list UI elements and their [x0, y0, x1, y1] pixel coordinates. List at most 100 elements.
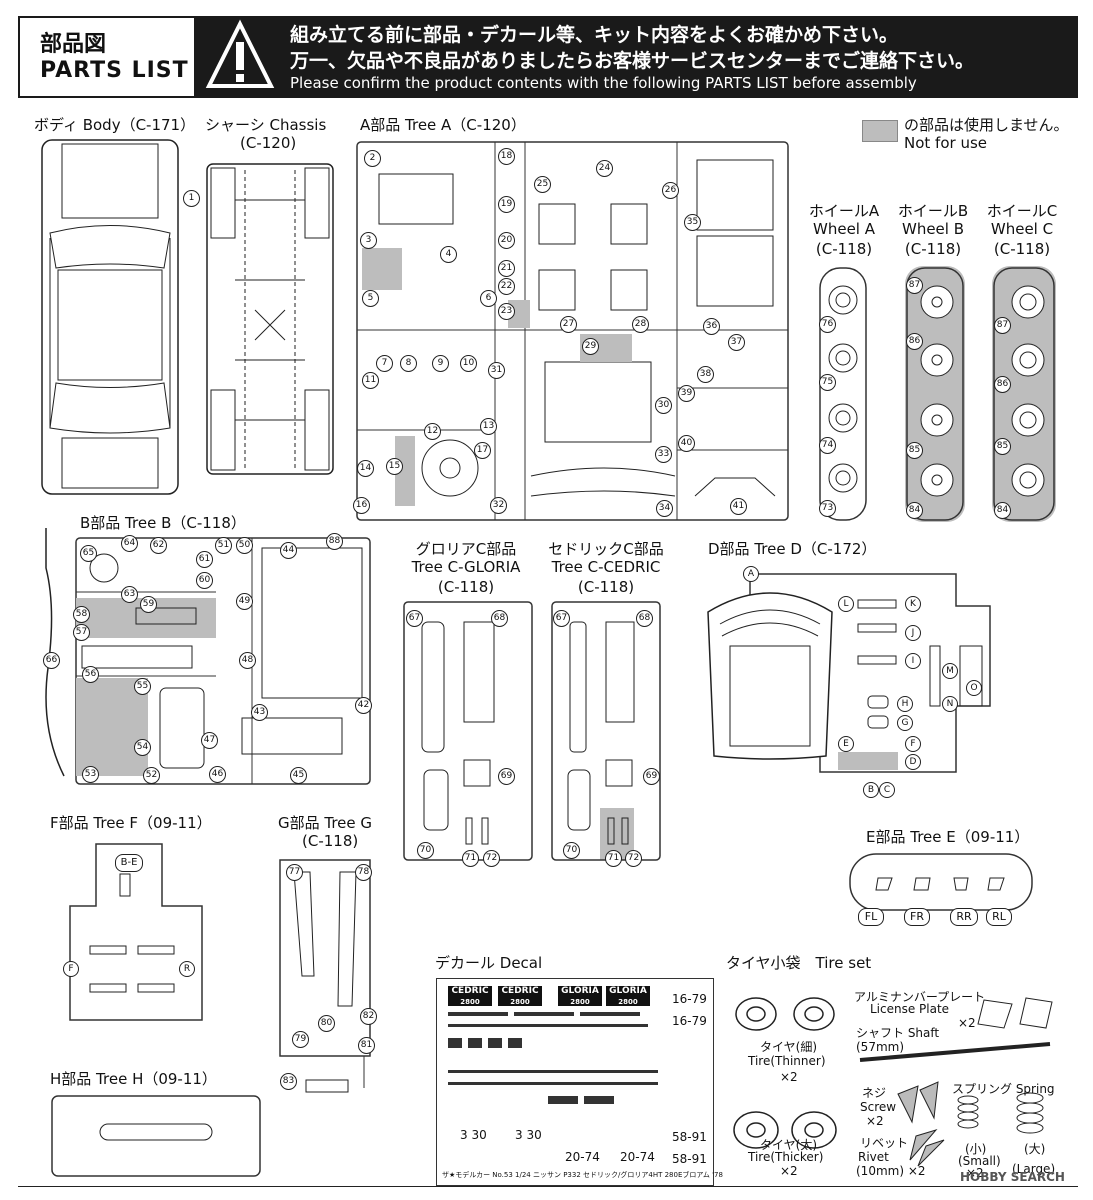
section-wheel-b-label: ホイールB: [897, 202, 969, 220]
section-wheel-c-label: ホイールC: [986, 202, 1058, 220]
decal-plate: 3 30: [460, 1128, 487, 1142]
part-number: 27: [560, 316, 577, 333]
part-number: 21: [498, 260, 515, 277]
tree-f-label-left: F: [63, 961, 79, 977]
part-number: 64: [121, 535, 138, 552]
part-number: 52: [143, 767, 160, 784]
decal-plate: 16-79: [672, 1014, 707, 1028]
page-title-jp: 部品図: [40, 32, 107, 57]
warning-icon: [205, 19, 275, 88]
part-number: 5: [362, 290, 379, 307]
tree-c-cedric-frame: [551, 601, 661, 861]
part-number: 11: [362, 372, 379, 389]
part-number: 66: [43, 652, 60, 669]
part-number: 76: [819, 316, 836, 333]
tree-f-label-right: R: [179, 961, 195, 977]
part-number: 71: [605, 850, 622, 867]
section-wheel-b-code: (C-118): [904, 240, 962, 258]
section-tree-f-label: F部品 Tree F（09-11）: [50, 814, 212, 832]
part-number: 15: [386, 458, 403, 475]
part-number: 25: [534, 176, 551, 193]
part-number: 63: [121, 586, 138, 603]
legend-line-1: の部品は使用しません。: [904, 116, 1069, 134]
part-number: 30: [655, 397, 672, 414]
part-letter: G: [897, 715, 913, 731]
part-number: 38: [697, 366, 714, 383]
part-number: 16: [353, 497, 370, 514]
part-number: 72: [483, 850, 500, 867]
section-tire-set-label: タイヤ小袋 Tire set: [726, 954, 872, 972]
section-wheel-c-code: (C-118): [993, 240, 1051, 258]
part-number: 47: [201, 732, 218, 749]
part-number: 36: [703, 318, 720, 335]
part-number: 17: [474, 442, 491, 459]
section-tree-c-cedric-code: (C-118): [577, 578, 635, 596]
part-letter: N: [942, 696, 958, 712]
part-number: 10: [460, 355, 477, 372]
tree-g-frame: [279, 859, 371, 1093]
part-number: 9: [432, 355, 449, 372]
part-number: 75: [819, 374, 836, 391]
section-wheel-a-en: Wheel A: [813, 220, 875, 238]
section-tree-c-cedric-label: セドリックC部品: [548, 540, 664, 558]
part-number: 20: [498, 232, 515, 249]
part-number: 50: [236, 537, 253, 554]
section-tree-c-gloria-label: グロリアC部品: [415, 540, 517, 558]
legend-line-2: Not for use: [904, 134, 987, 152]
part-number: 70: [417, 842, 434, 859]
part-number: 65: [80, 545, 97, 562]
screw-label-jp: ネジ: [862, 1086, 887, 1100]
part-letter: H: [897, 696, 913, 712]
part-number: 72: [625, 850, 642, 867]
section-tree-c-cedric-en: Tree C-CEDRIC: [551, 558, 661, 576]
wheel-a-tree: [819, 267, 867, 521]
part-letter: J: [905, 625, 921, 641]
part-number: 7: [376, 355, 393, 372]
part-number: 58: [73, 606, 90, 623]
tree-e-label: FR: [904, 908, 930, 926]
warning-line-2: 万一、欠品や不良品がありましたらお客様サービスセンターまでご連絡下さい。: [290, 50, 975, 72]
section-tree-g-label: G部品 Tree G: [278, 814, 373, 832]
part-number: 40: [678, 435, 695, 452]
part-number: 31: [488, 362, 505, 379]
part-number: 33: [655, 446, 672, 463]
shaft-label-jp: シャフト Shaft: [856, 1026, 940, 1040]
part-number: 80: [318, 1015, 335, 1032]
part-number: 26: [662, 182, 679, 199]
shaft-label-en: (57mm): [856, 1040, 905, 1054]
part-number: 62: [150, 537, 167, 554]
part-number: 19: [498, 196, 515, 213]
decal-plate: 20-74: [620, 1150, 655, 1164]
bottom-rule: [18, 1186, 1078, 1187]
part-number: 22: [498, 278, 515, 295]
tire-thick-label-en: Tire(Thicker): [748, 1150, 824, 1164]
part-number: 88: [326, 533, 343, 550]
section-decal-label: デカール Decal: [435, 954, 543, 972]
part-number: 43: [251, 704, 268, 721]
part-letter: L: [838, 596, 854, 612]
tree-d-frame: [707, 573, 991, 773]
tree-e-label: RL: [986, 908, 1012, 926]
part-number: 6: [480, 290, 497, 307]
not-for-use-area: [362, 248, 402, 290]
part-letter: C: [879, 782, 895, 798]
body-part: [41, 139, 179, 495]
rivet-label-en: Rivet: [858, 1150, 889, 1164]
part-number: 85: [994, 438, 1011, 455]
part-number: 73: [819, 500, 836, 517]
part-number: 12: [424, 423, 441, 440]
part-number: 61: [196, 551, 213, 568]
part-number: 34: [656, 500, 673, 517]
decal-stripes: [448, 1012, 658, 1104]
part-number: 57: [73, 624, 90, 641]
section-tree-c-gloria-en: Tree C-GLORIA: [411, 558, 521, 576]
part-number: 48: [239, 652, 256, 669]
section-tree-b-label: B部品 Tree B（C-118）: [80, 514, 246, 532]
section-body-label: ボディ Body（C-171）: [34, 116, 196, 134]
part-number: 55: [134, 678, 151, 695]
part-number: 86: [906, 333, 923, 350]
part-number: 56: [82, 666, 99, 683]
